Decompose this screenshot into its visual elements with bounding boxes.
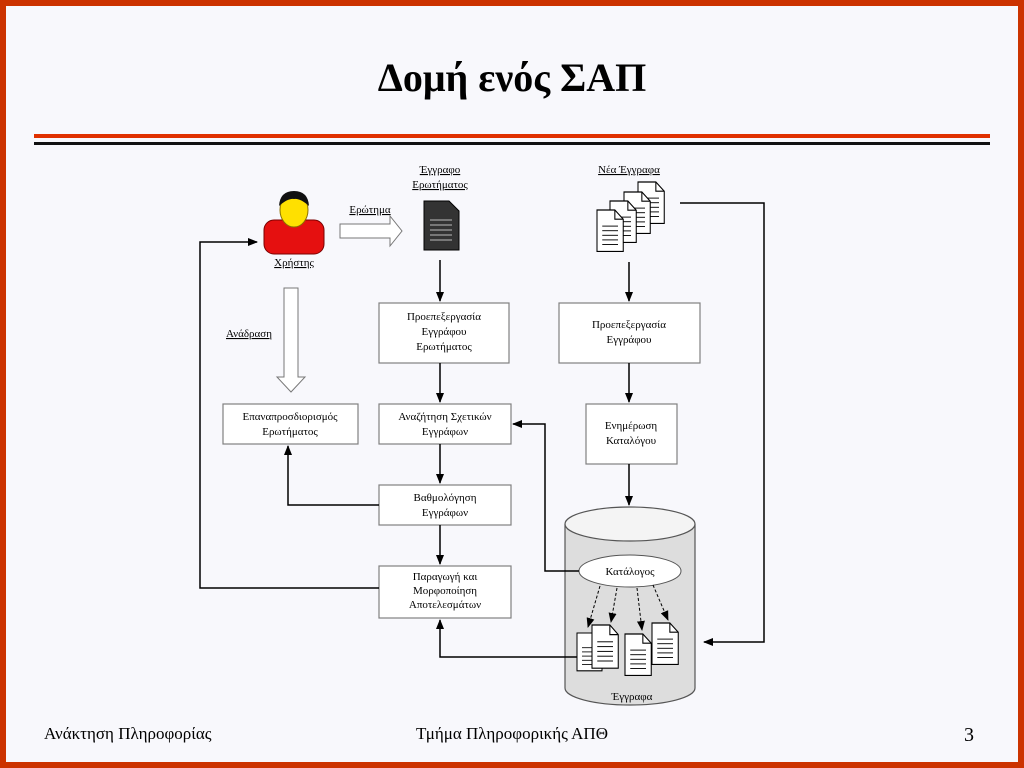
new-documents-icon — [596, 181, 665, 252]
svg-text:Εγγράφων: Εγγράφων — [422, 426, 468, 438]
svg-text:Εγγράφου: Εγγράφου — [422, 326, 468, 338]
index-ellipse: Κατάλογος — [578, 554, 682, 588]
svg-text:Παραγωγή και: Παραγωγή και — [413, 571, 478, 583]
svg-text:Επαναπροσδιορισμός: Επαναπροσδιορισμός — [242, 411, 338, 423]
svg-text:Προεπεξεργασία: Προεπεξεργασία — [407, 311, 481, 323]
user-label: Χρήστης — [274, 257, 314, 269]
search-documents-box: Αναζήτηση Σχετικών Εγγράφων — [378, 403, 512, 445]
query-arrow-label: Ερώτημα — [349, 204, 391, 216]
query-doc-label-2: Ερωτήματος — [412, 179, 468, 191]
user-icon — [263, 191, 325, 255]
svg-text:Προεπεξεργασία: Προεπεξεργασία — [592, 319, 666, 331]
slide-title: Δομή ενός ΣΑΠ — [377, 55, 647, 100]
slide: Δομή ενός ΣΑΠ Ανάκτηση Πληροφορίας Τμήμα… — [6, 6, 1018, 762]
svg-text:Μορφοποίηση: Μορφοποίηση — [413, 585, 477, 597]
update-index-box: Ενημέρωση Καταλόγου — [585, 403, 678, 465]
svg-text:Αναζήτηση Σχετικών: Αναζήτηση Σχετικών — [398, 411, 491, 423]
feedback-arrow — [275, 287, 307, 393]
preprocess-document-box: Προεπεξεργασία Εγγράφου — [558, 302, 701, 364]
svg-text:Αποτελεσμάτων: Αποτελεσμάτων — [409, 599, 481, 611]
output-formatting-box: Παραγωγή και Μορφοποίηση Αποτελεσμάτων — [378, 565, 512, 619]
preprocess-query-box: Προεπεξεργασία Εγγράφου Ερωτήματος — [378, 302, 510, 364]
svg-text:Ερωτήματος: Ερωτήματος — [416, 341, 472, 353]
ranking-box: Βαθμολόγηση Εγγράφων — [378, 484, 512, 526]
title-rule-red — [34, 134, 990, 138]
svg-text:Εγγράφων: Εγγράφων — [422, 507, 468, 519]
feedback-label: Ανάδραση — [226, 328, 272, 340]
new-docs-label: Νέα Έγγραφα — [598, 164, 660, 176]
footer-course: Ανάκτηση Πληροφορίας — [44, 724, 212, 743]
flow-connectors — [199, 202, 765, 658]
footer-department: Τμήμα Πληροφορικής ΑΠΘ — [416, 724, 608, 743]
query-document-icon — [423, 200, 460, 251]
svg-text:Ενημέρωση: Ενημέρωση — [605, 420, 658, 432]
svg-text:Βαθμολόγηση: Βαθμολόγηση — [414, 492, 477, 504]
query-reformulation-box: Επαναπροσδιορισμός Ερωτήματος — [222, 403, 359, 445]
index-to-documents-arrows — [586, 584, 669, 631]
query-doc-label-1: Έγγραφο — [419, 164, 461, 176]
svg-text:Καταλόγου: Καταλόγου — [606, 435, 657, 447]
svg-text:Κατάλογος: Κατάλογος — [605, 566, 655, 578]
documents-label: Έγγραφα — [611, 691, 653, 703]
svg-text:Εγγράφου: Εγγράφου — [607, 334, 653, 346]
title-rule-dark — [34, 142, 990, 145]
page-number: 3 — [964, 724, 974, 746]
query-arrow — [339, 214, 403, 248]
svg-text:Ερωτήματος: Ερωτήματος — [262, 426, 318, 438]
